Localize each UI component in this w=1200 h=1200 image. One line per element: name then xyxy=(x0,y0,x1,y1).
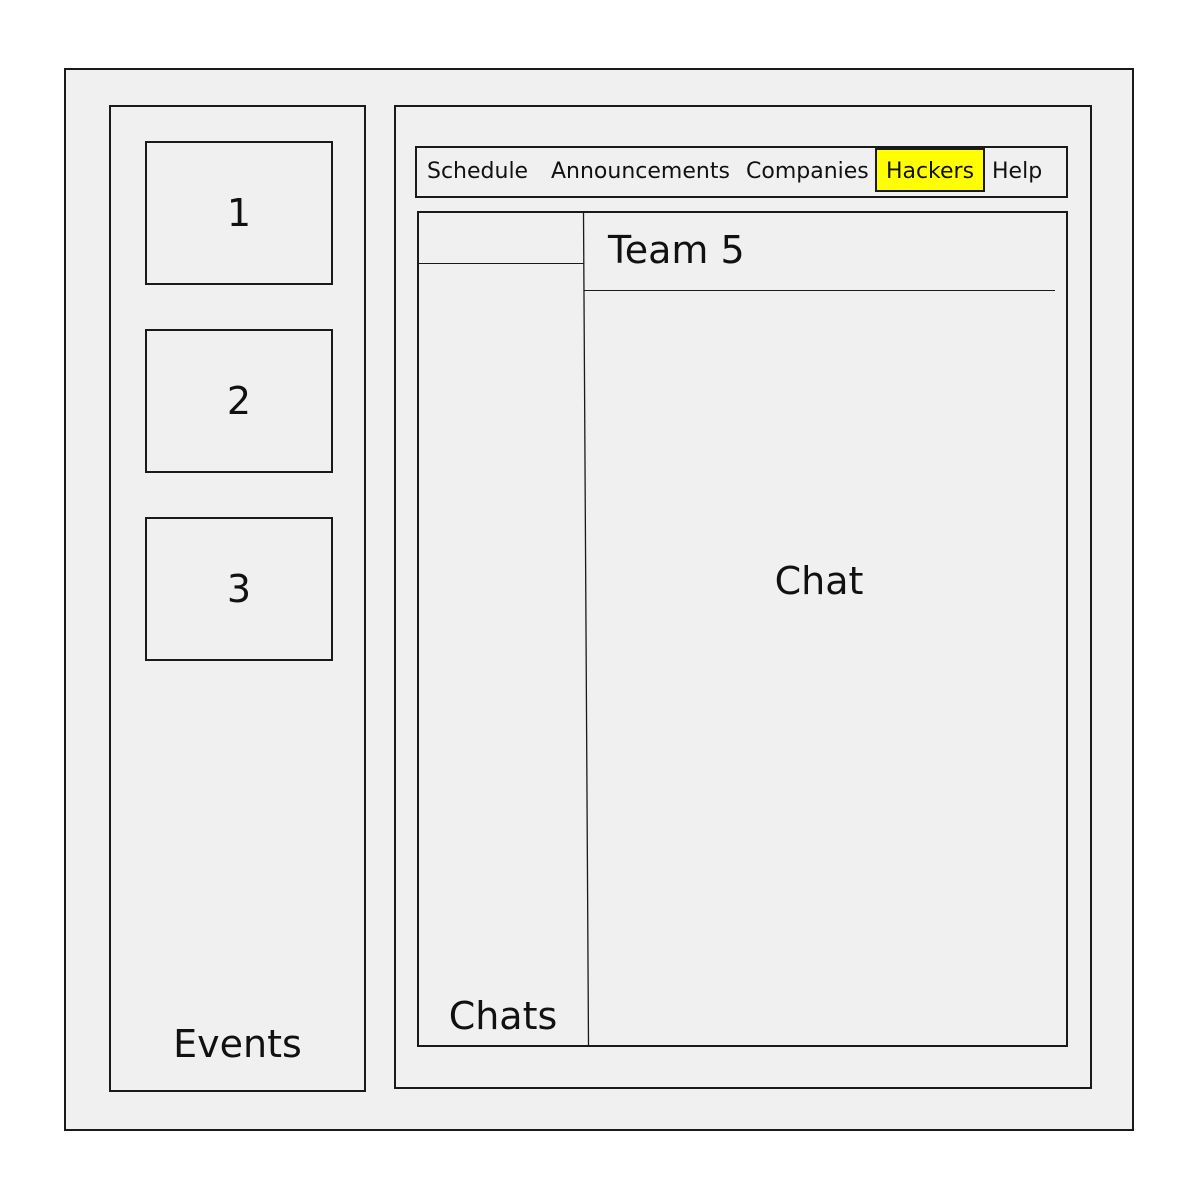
chats-list-divider xyxy=(419,263,584,264)
chat-area xyxy=(417,211,1068,1047)
event-card-3[interactable]: 3 xyxy=(145,517,333,661)
events-label: Events xyxy=(173,1022,302,1066)
nav-item-companies[interactable]: Companies xyxy=(746,159,869,184)
event-card-1[interactable]: 1 xyxy=(145,141,333,285)
nav-item-hackers[interactable]: Hackers xyxy=(875,148,985,192)
nav-item-schedule[interactable]: Schedule xyxy=(427,159,529,184)
chat-header-divider xyxy=(584,290,1055,291)
nav-item-help[interactable]: Help xyxy=(992,159,1043,184)
event-card-2[interactable]: 2 xyxy=(145,329,333,473)
chat-pane-label: Chat xyxy=(774,559,864,603)
chats-list-label: Chats xyxy=(448,994,558,1038)
nav-item-announcements[interactable]: Announcements xyxy=(551,159,730,184)
chat-title: Team 5 xyxy=(608,228,745,272)
